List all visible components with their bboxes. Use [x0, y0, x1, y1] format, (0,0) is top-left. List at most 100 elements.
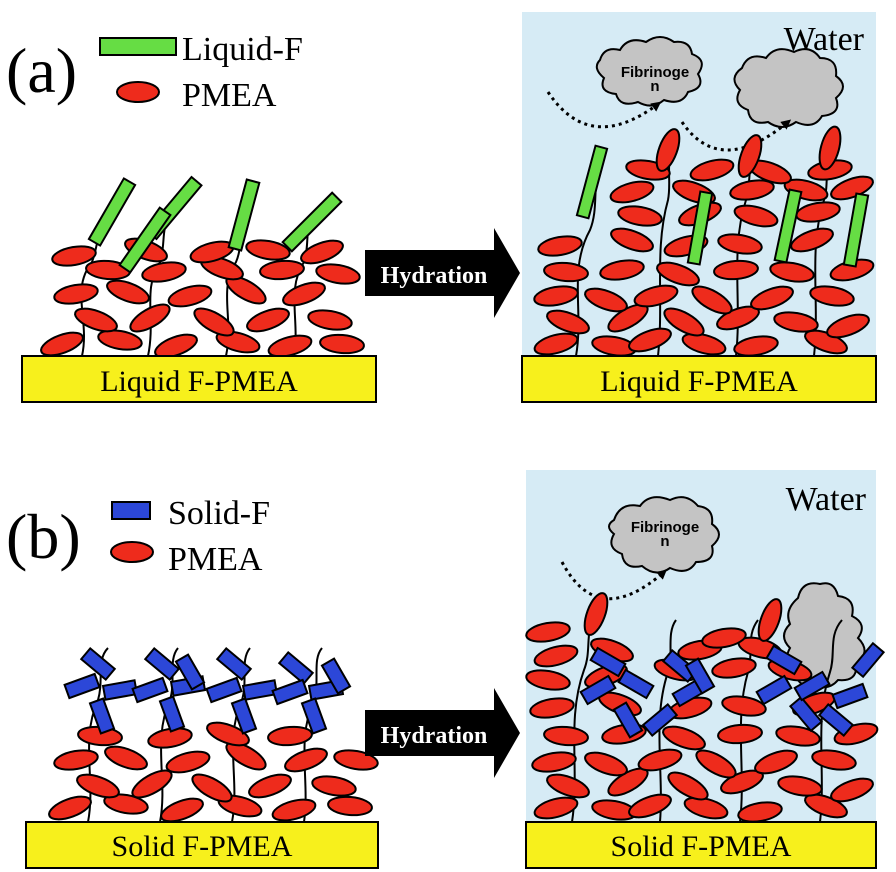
protein-cloud-a-right: [733, 48, 844, 128]
pmea-segment: [733, 204, 779, 228]
pmea-segment: [74, 307, 118, 333]
substrate-after-b: [525, 821, 877, 869]
pmea-segment: [147, 727, 193, 749]
pmea-segment: [775, 725, 821, 747]
solid-f-block: [215, 646, 253, 682]
pmea-segment: [48, 795, 92, 821]
solid-f-block: [831, 682, 869, 710]
substrate-after-a: [521, 355, 877, 403]
solid-f-block: [143, 646, 181, 682]
pmea-segment: [543, 725, 589, 747]
pmea-segment: [546, 309, 590, 335]
pmea-segment: [129, 303, 171, 333]
pmea-segment: [717, 233, 763, 255]
liquid-f-rod: [87, 177, 137, 247]
water-label-b: Water: [786, 481, 867, 518]
pmea-segment: [271, 798, 317, 822]
hydration-arrow-b-label: Hydration: [381, 723, 488, 749]
solid-f-block: [617, 668, 655, 700]
pmea-segment: [537, 235, 583, 257]
pmea-segment: [245, 239, 291, 261]
pmea-segment: [773, 311, 819, 333]
pmea-segment: [131, 769, 173, 799]
pmea-segment: [610, 227, 654, 253]
pmea-segment: [711, 657, 757, 679]
pmea-segment: [609, 180, 655, 204]
pmea-segment: [737, 134, 763, 178]
pmea-segment: [633, 284, 679, 308]
hydrated-liquid-f-pmea-chains: [533, 125, 875, 357]
substrate-before-b: [25, 821, 379, 869]
pmea-segment: [663, 307, 705, 337]
pmea-segment: [729, 179, 775, 201]
pmea-segment: [311, 775, 357, 797]
liquid-f-rod: [575, 144, 609, 220]
pmea-segment: [267, 725, 313, 747]
hydration-arrow-a: [365, 228, 520, 318]
pmea-segment: [319, 333, 365, 355]
pmea-segment: [583, 592, 609, 636]
pmea-segment: [637, 748, 683, 772]
pmea-segment: [165, 750, 211, 774]
pmea-segment: [662, 725, 706, 751]
pmea-segment: [104, 745, 148, 771]
solid-f-block: [88, 697, 116, 735]
pmea-segment: [76, 773, 120, 799]
pmea-segment: [599, 259, 645, 281]
pmea-segment: [830, 777, 874, 803]
pmea-segment: [546, 773, 590, 799]
solid-f-block: [101, 679, 139, 701]
pmea-segment: [790, 227, 834, 253]
pmea-segment: [300, 239, 344, 265]
hydration-arrow-a-label: Hydration: [381, 263, 488, 289]
legend-pmea-swatch-b: [110, 541, 154, 563]
liquid-f-rod: [281, 191, 343, 253]
pmea-segment: [689, 158, 735, 182]
legend-liquid-f-label: Liquid-F: [182, 31, 303, 68]
solid-f-block: [788, 695, 824, 733]
pmea-segment: [737, 801, 783, 823]
pmea-segment: [40, 331, 84, 357]
solid-f-block: [765, 644, 803, 676]
pmea-segment: [667, 771, 709, 801]
pmea-segment: [617, 205, 663, 227]
legend-liquid-f-swatch: [99, 37, 177, 56]
pmea-segment: [525, 621, 571, 643]
pmea-segment: [51, 245, 97, 267]
solid-f-block: [684, 657, 716, 695]
pmea-segment: [826, 313, 870, 339]
substrate-before-a: [21, 355, 377, 403]
pmea-segment: [777, 775, 823, 797]
pmea-segment: [246, 307, 290, 333]
solid-f-block: [589, 646, 627, 678]
pmea-segment: [141, 261, 187, 283]
pmea-segment: [315, 263, 361, 285]
liquid-f-rod: [227, 178, 261, 252]
pmea-segment: [769, 261, 815, 283]
pmea-segment: [804, 793, 848, 819]
solid-f-block: [850, 641, 886, 679]
solid-f-block: [612, 701, 644, 739]
pmea-segment: [307, 309, 353, 331]
liquid-f-rod: [842, 192, 870, 268]
pmea-segment: [106, 279, 150, 305]
pmea-segment: [721, 695, 767, 717]
solid-f-block: [793, 670, 831, 702]
pmea-segment: [701, 627, 747, 649]
dry-solid-f-pmea-chains: [48, 646, 379, 823]
pmea-segment: [584, 287, 628, 313]
pmea-segment: [720, 769, 764, 795]
pmea-segment: [160, 797, 204, 823]
pmea-segment: [215, 330, 261, 354]
legend-pmea-swatch: [116, 81, 160, 103]
pmea-segment: [533, 285, 579, 307]
pmea-segment: [754, 749, 798, 775]
pmea-segment: [691, 285, 733, 315]
pmea-segment: [750, 285, 794, 311]
pmea-segment: [191, 773, 233, 803]
panel-a: (a) Liquid-F PMEA Liquid F-PMEA Hydratio…: [6, 12, 877, 403]
pmea-segment: [284, 747, 328, 773]
liquid-f-rod: [773, 188, 803, 264]
